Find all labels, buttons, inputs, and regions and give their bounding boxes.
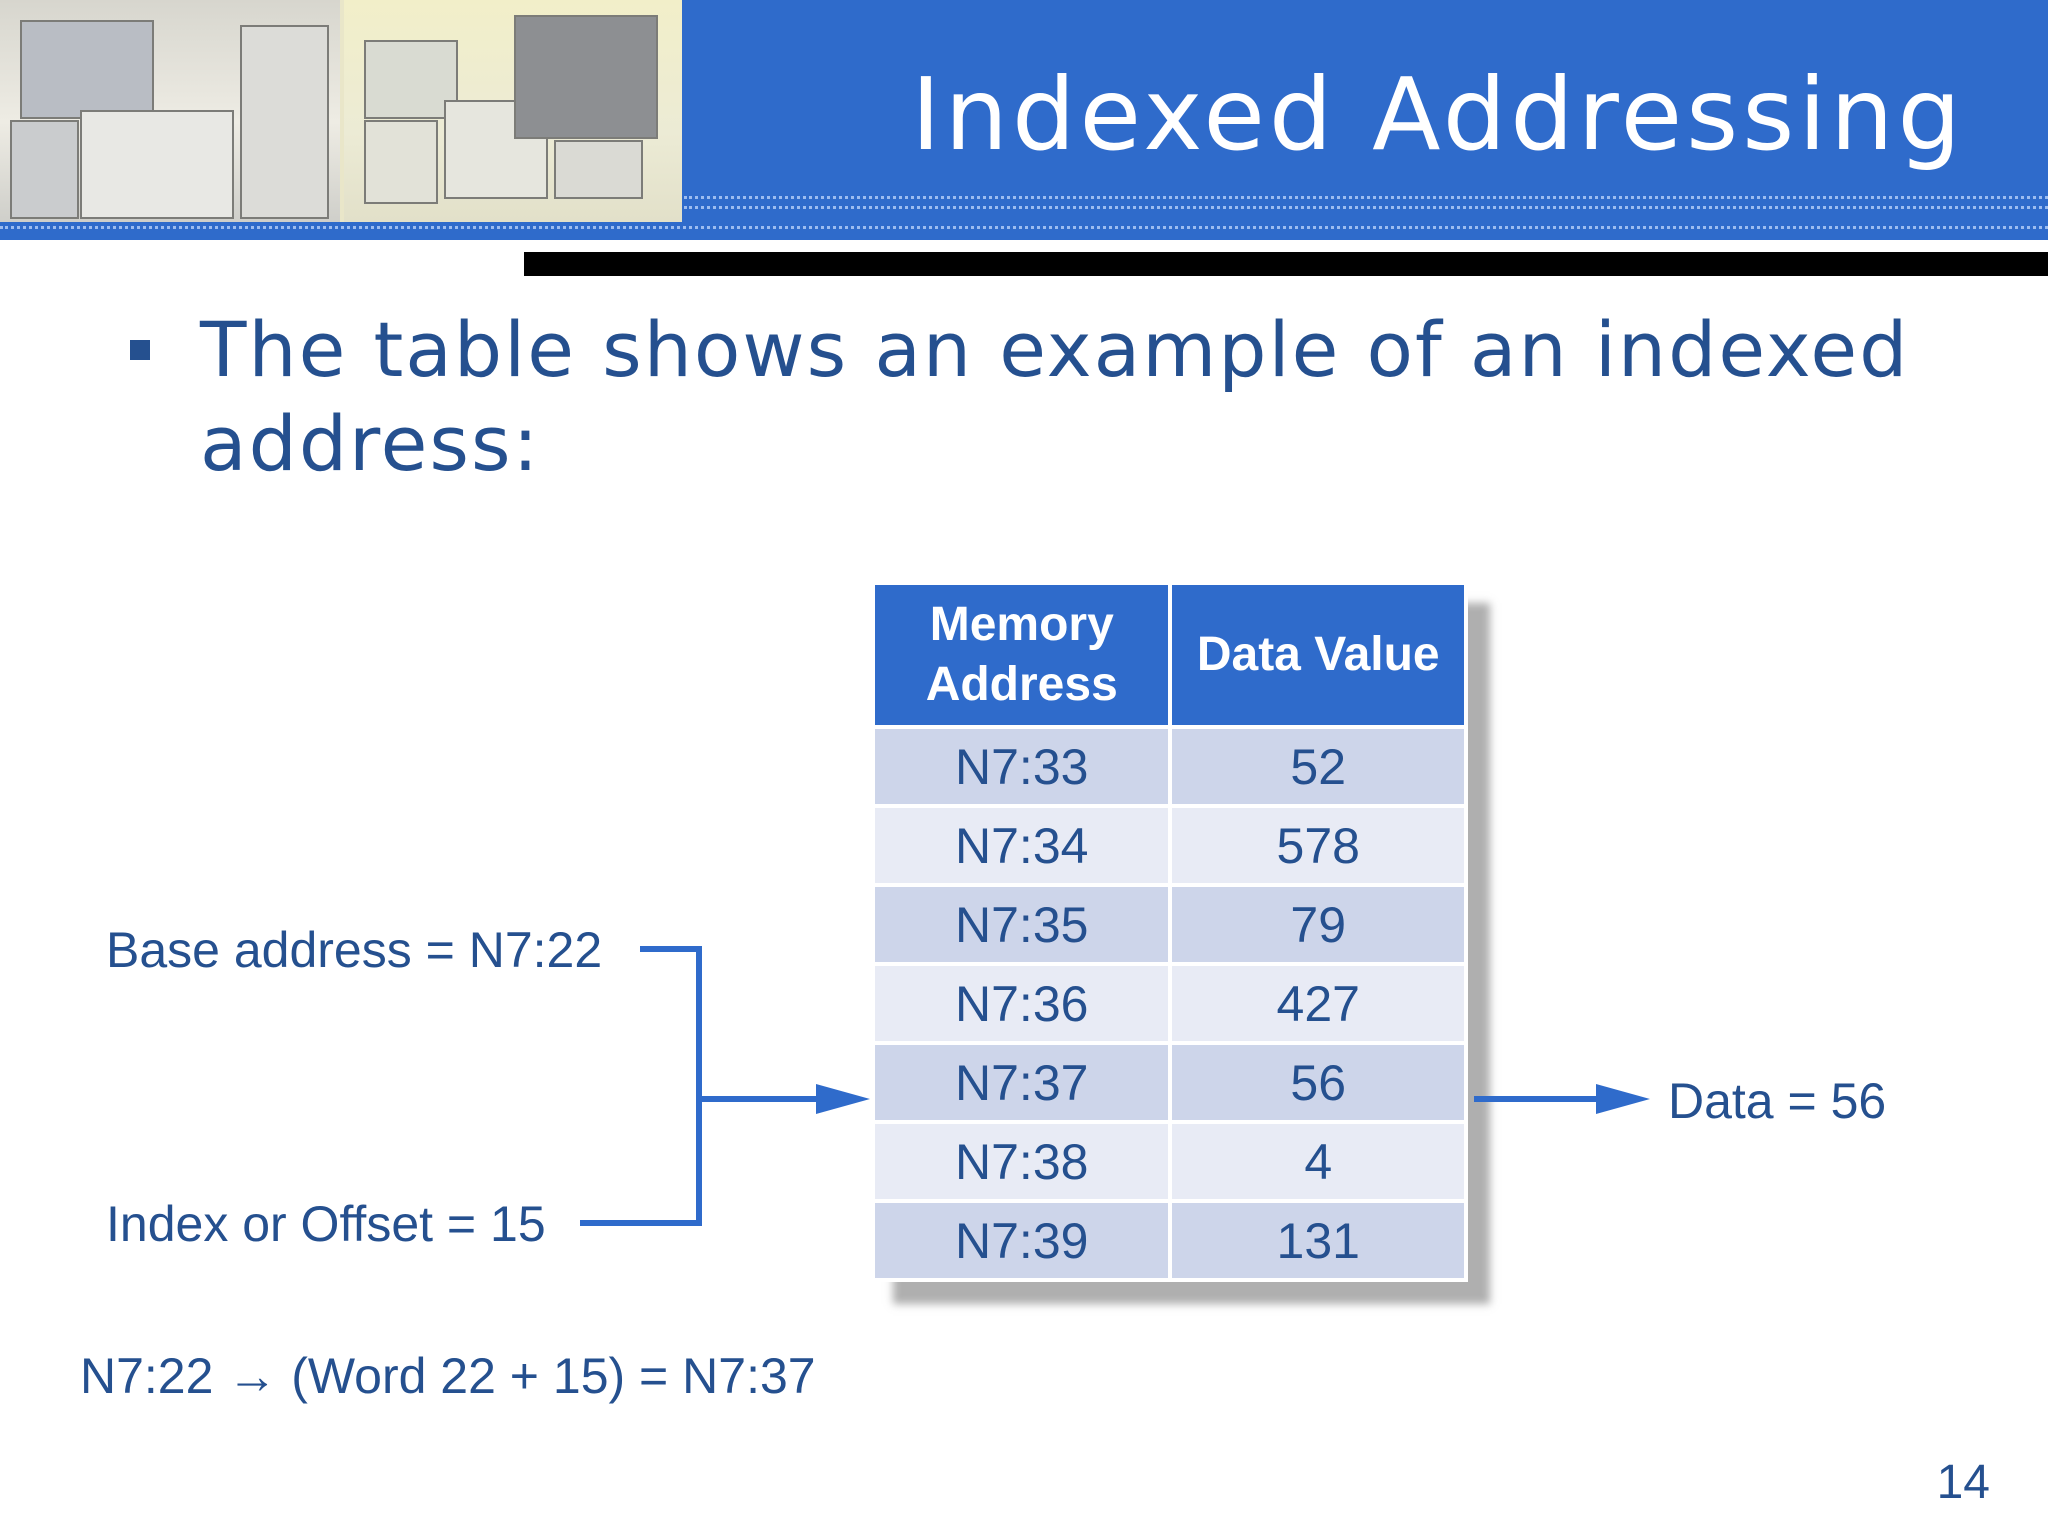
offset-label: Index or Offset = 15 <box>106 1196 546 1252</box>
table-row: N7:39 131 <box>870 1199 1468 1282</box>
header-dotted-line <box>684 206 2048 209</box>
arrow-head-icon <box>816 1084 870 1114</box>
memory-address-cell: N7:34 <box>870 804 1173 887</box>
header-dotted-line <box>0 226 2048 229</box>
memory-address-cell: N7:33 <box>870 725 1173 808</box>
memory-address-cell: N7:39 <box>870 1199 1173 1282</box>
data-value-cell: 52 <box>1168 725 1468 808</box>
bullet-square-icon <box>130 340 150 360</box>
result-label: Data = 56 <box>1668 1073 1887 1129</box>
base-connector-line <box>580 946 702 1226</box>
formula-text: N7:22 → (Word 22 + 15) = N7:37 <box>80 1348 816 1404</box>
data-value-cell: 4 <box>1168 1120 1468 1203</box>
data-value-cell: 131 <box>1168 1199 1468 1282</box>
base-address-label: Base address = N7:22 <box>106 922 603 978</box>
plc-controllers-photo-left <box>0 0 340 222</box>
table-row: N7:36 427 <box>870 962 1468 1045</box>
table-header-row: Memory Address Data Value <box>870 581 1468 729</box>
memory-address-cell: N7:35 <box>870 883 1173 966</box>
table-row: N7:33 52 <box>870 725 1468 808</box>
slide-title: Indexed Addressing <box>911 56 1965 173</box>
plc-hardware-photo <box>0 0 682 222</box>
data-value-cell: 56 <box>1168 1041 1468 1124</box>
memory-address-cell: N7:36 <box>870 962 1173 1045</box>
table-row: N7:38 4 <box>870 1120 1468 1203</box>
memory-address-cell: N7:37 <box>870 1041 1173 1124</box>
column-header-memory-address: Memory Address <box>870 581 1173 729</box>
page-number: 14 <box>1936 1456 1990 1509</box>
header-divider-bar <box>524 252 2048 276</box>
memory-table: Memory Address Data Value N7:33 52 N7:34… <box>870 581 1468 1282</box>
table-row: N7:34 578 <box>870 804 1468 887</box>
data-value-cell: 79 <box>1168 883 1468 966</box>
arrow-head-icon <box>1596 1084 1650 1114</box>
header-dotted-line <box>684 196 2048 199</box>
column-header-data-value: Data Value <box>1168 581 1468 729</box>
slide-header: Indexed Addressing <box>0 0 2048 240</box>
table-row: N7:35 79 <box>870 883 1468 966</box>
memory-address-cell: N7:38 <box>870 1120 1173 1203</box>
bullet-text: The table shows an example of an indexed… <box>200 305 1910 488</box>
plc-modules-photo-right <box>344 0 682 222</box>
table-row: N7:37 56 <box>870 1041 1468 1124</box>
data-value-cell: 427 <box>1168 962 1468 1045</box>
data-value-cell: 578 <box>1168 804 1468 887</box>
